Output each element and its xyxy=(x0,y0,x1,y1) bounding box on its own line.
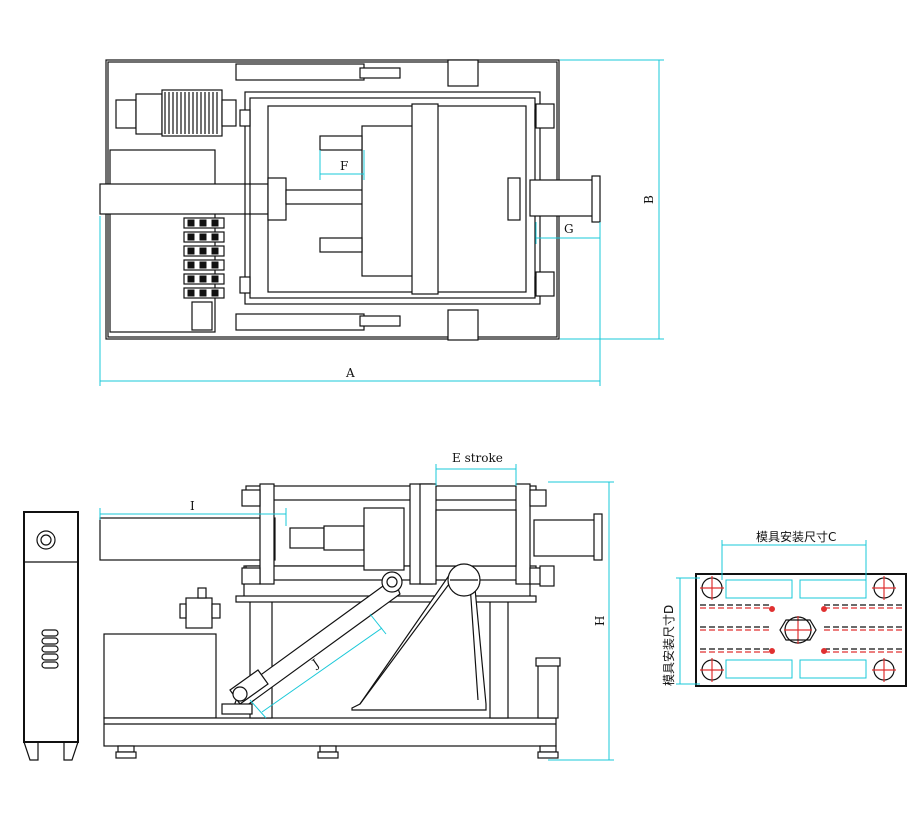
dim-label-J: J xyxy=(308,656,322,671)
tilt-cylinder xyxy=(221,571,403,715)
top-view: F G A B xyxy=(99,59,664,386)
dim-label-B: B xyxy=(642,195,656,204)
motor xyxy=(115,89,237,137)
dim-label-I: I xyxy=(190,499,195,513)
electrical-cabinet xyxy=(23,511,79,761)
hydraulic-tank xyxy=(103,633,217,719)
dim-label-C: 模具安装尺寸C xyxy=(756,529,836,544)
valve-stack xyxy=(183,217,225,331)
dim-label-H: H xyxy=(593,616,607,626)
mold-plate-view: 模具安装尺寸C 模具安装尺寸D xyxy=(661,529,907,687)
top-ejector-beam xyxy=(99,183,276,215)
dim-label-F: F xyxy=(340,159,348,173)
dim-label-G: G xyxy=(564,222,574,236)
front-view: E stroke I J H xyxy=(23,451,614,761)
valve-block xyxy=(179,587,221,629)
front-ejector-beam xyxy=(99,517,276,561)
dim-label-E: E stroke xyxy=(452,451,503,465)
dim-label-A: A xyxy=(345,366,355,380)
machine-base xyxy=(103,717,557,747)
dim-label-D: 模具安装尺寸D xyxy=(661,605,676,686)
